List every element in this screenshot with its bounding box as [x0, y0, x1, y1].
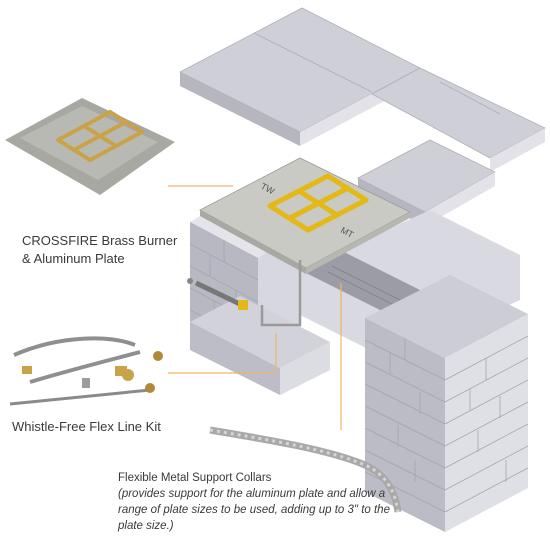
support-collar: [209, 426, 402, 513]
leader-lines: [168, 185, 342, 430]
capstone-ring: [179, 7, 546, 226]
collar-note: (provides support for the aluminum plate…: [118, 488, 390, 532]
crossfire-burner: [267, 173, 369, 233]
burner-photo-inset: [5, 98, 175, 195]
flex-line-label: Whistle-Free Flex Line Kit: [12, 419, 161, 434]
burner-label-line1: CROSSFIRE Brass Burner: [22, 233, 178, 248]
collar-title: Flexible Metal Support Collars: [118, 472, 272, 484]
flex-line-kit: [9, 336, 163, 406]
collar-label: Flexible Metal Support Collars (provides…: [118, 470, 408, 534]
gas-supply-pipe: [187, 260, 302, 327]
burner-label: CROSSFIRE Brass Burner & Aluminum Plate: [22, 232, 177, 268]
burner-label-line2: & Aluminum Plate: [22, 251, 125, 266]
